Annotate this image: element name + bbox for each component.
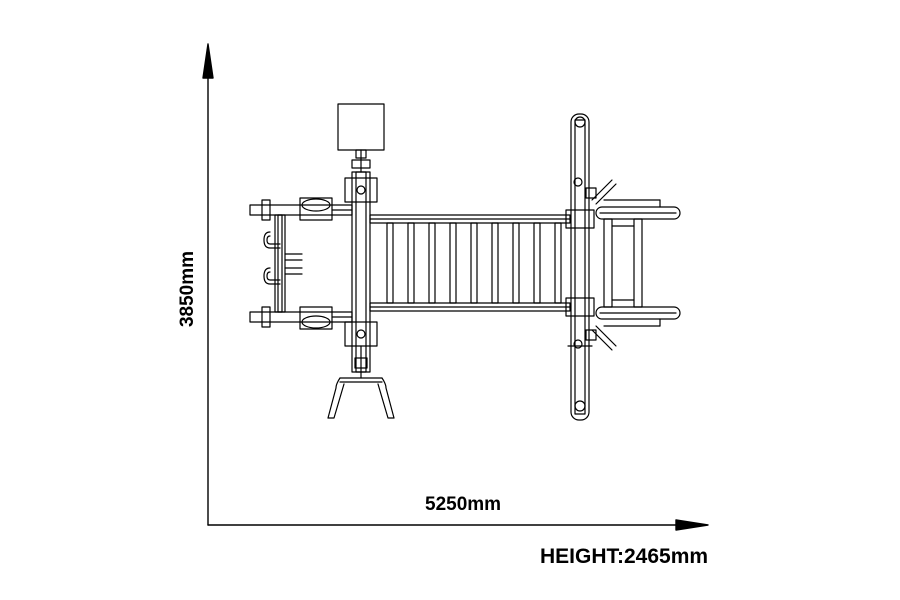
left-a-frame [327,345,395,419]
right-post [565,113,595,421]
left-platform [337,103,385,173]
overhead-ladder [369,214,571,312]
ladder-rungs [386,222,562,304]
right-clamps [567,179,617,351]
height-dimension-label: HEIGHT:2465mm [540,545,709,568]
left-end-assembly [249,197,353,330]
width-arrowhead [675,519,709,531]
depth-dimension-label: 3850mm [177,250,199,328]
left-post [344,171,378,373]
dimension-axes [202,43,709,531]
width-dimension-label: 5250mm [425,494,502,515]
depth-arrowhead [202,43,214,79]
right-end-frame [595,199,681,327]
